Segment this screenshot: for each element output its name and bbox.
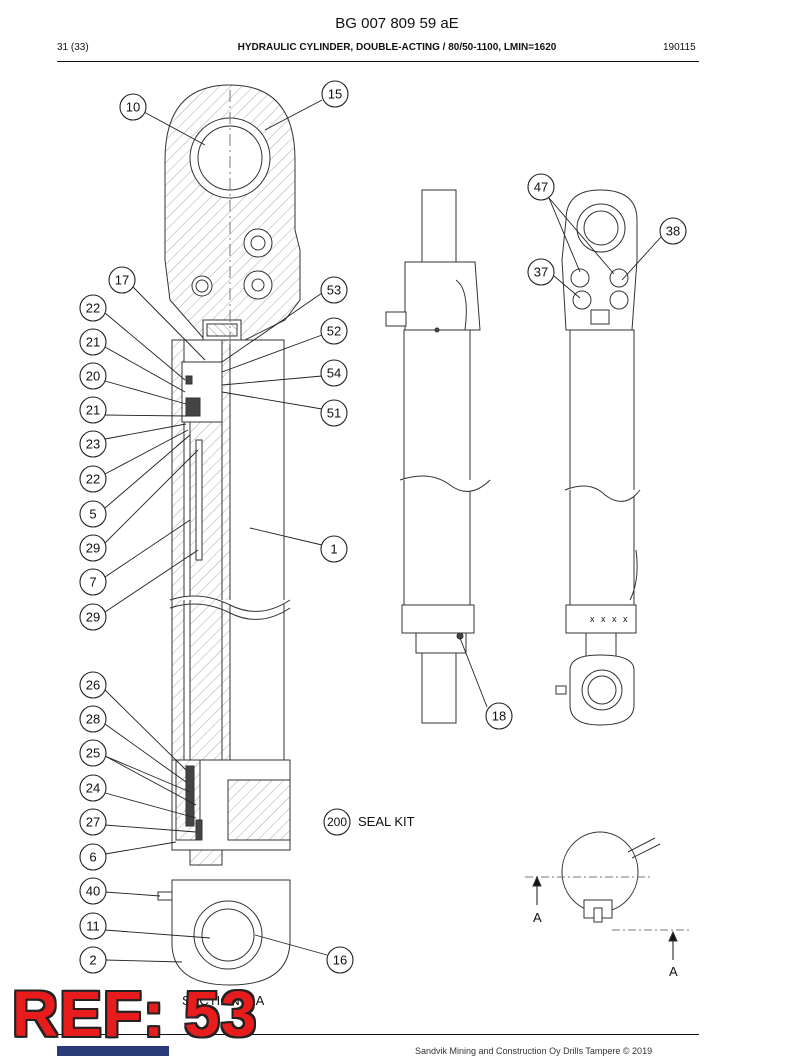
svg-text:20: 20 <box>86 369 100 384</box>
callout-21-b: 21 <box>79 396 107 424</box>
svg-text:28: 28 <box>86 712 100 727</box>
svg-text:47: 47 <box>534 180 548 195</box>
callout-24: 24 <box>79 774 107 802</box>
callout-16: 16 <box>326 946 354 974</box>
cylinder-front-view <box>555 189 641 726</box>
callout-40: 40 <box>79 877 107 905</box>
section-mark-a-top: A <box>533 910 542 925</box>
revision-date: 190115 <box>663 42 696 53</box>
callout-22-b: 22 <box>79 465 107 493</box>
svg-text:27: 27 <box>86 815 100 830</box>
callout-22-a: 22 <box>79 294 107 322</box>
callout-7: 7 <box>79 568 107 596</box>
svg-text:1: 1 <box>330 542 337 557</box>
svg-text:21: 21 <box>86 335 100 350</box>
callout-21-a: 21 <box>79 328 107 356</box>
drawing-title: HYDRAULIC CYLINDER, DOUBLE-ACTING / 80/5… <box>237 42 557 53</box>
svg-text:40: 40 <box>86 884 100 899</box>
svg-text:2: 2 <box>89 953 96 968</box>
company-logo <box>57 1046 169 1056</box>
callout-47: 47 <box>527 173 555 201</box>
seal-kit-label: SEAL KIT <box>358 814 415 829</box>
leader-lines <box>104 99 662 963</box>
svg-text:38: 38 <box>666 224 680 239</box>
svg-text:16: 16 <box>333 953 347 968</box>
svg-text:52: 52 <box>327 324 341 339</box>
callout-10: 10 <box>119 93 147 121</box>
callout-29-a: 29 <box>79 534 107 562</box>
svg-text:10: 10 <box>126 100 140 115</box>
svg-text:23: 23 <box>86 437 100 452</box>
svg-text:17: 17 <box>115 273 129 288</box>
callout-27: 27 <box>79 808 107 836</box>
callout-200: 200 <box>323 808 351 836</box>
svg-text:26: 26 <box>86 678 100 693</box>
callout-38: 38 <box>659 217 687 245</box>
svg-text:29: 29 <box>86 610 100 625</box>
svg-text:22: 22 <box>86 472 100 487</box>
page-number: 31 (33) <box>57 42 89 53</box>
svg-text:7: 7 <box>89 575 96 590</box>
header-rule <box>57 61 699 62</box>
svg-text:25: 25 <box>86 746 100 761</box>
nameplate-marks: x x x x <box>590 614 630 624</box>
svg-text:22: 22 <box>86 301 100 316</box>
callout-1: 1 <box>320 535 348 563</box>
callout-25: 25 <box>79 739 107 767</box>
cylinder-section-view <box>157 84 301 986</box>
section-mark-a-bottom: A <box>669 964 678 979</box>
callout-54: 54 <box>320 359 348 387</box>
callout-53: 53 <box>320 276 348 304</box>
callout-51: 51 <box>320 399 348 427</box>
footer-copyright: Sandvik Mining and Construction Oy Drill… <box>415 1046 653 1056</box>
svg-text:18: 18 <box>492 709 506 724</box>
svg-text:53: 53 <box>327 283 341 298</box>
callout-52: 52 <box>320 317 348 345</box>
svg-text:37: 37 <box>534 265 548 280</box>
section-label: SECTION A-A <box>182 993 265 1008</box>
callout-23: 23 <box>79 430 107 458</box>
svg-text:200: 200 <box>327 815 347 829</box>
reference-stamp: REF: 53 <box>12 978 258 1050</box>
callout-6: 6 <box>79 843 107 871</box>
svg-text:24: 24 <box>86 781 100 796</box>
svg-text:6: 6 <box>89 850 96 865</box>
document-id: BG 007 809 59 aE <box>335 15 459 32</box>
callout-15: 15 <box>321 80 349 108</box>
svg-text:54: 54 <box>327 366 341 381</box>
svg-text:15: 15 <box>328 87 342 102</box>
svg-text:11: 11 <box>86 919 100 934</box>
callout-11: 11 <box>79 912 107 940</box>
callout-20: 20 <box>79 362 107 390</box>
footer-rule <box>57 1034 699 1035</box>
callout-37: 37 <box>527 258 555 286</box>
svg-text:5: 5 <box>89 507 96 522</box>
callout-18: 18 <box>485 702 513 730</box>
svg-text:29: 29 <box>86 541 100 556</box>
callout-28: 28 <box>79 705 107 733</box>
section-detail <box>525 831 690 960</box>
callout-5: 5 <box>79 500 107 528</box>
svg-text:21: 21 <box>86 403 100 418</box>
callout-17: 17 <box>108 266 136 294</box>
svg-text:51: 51 <box>327 406 341 421</box>
callout-29-b: 29 <box>79 603 107 631</box>
cylinder-side-view <box>385 189 491 724</box>
callout-26: 26 <box>79 671 107 699</box>
callout-2: 2 <box>79 946 107 974</box>
